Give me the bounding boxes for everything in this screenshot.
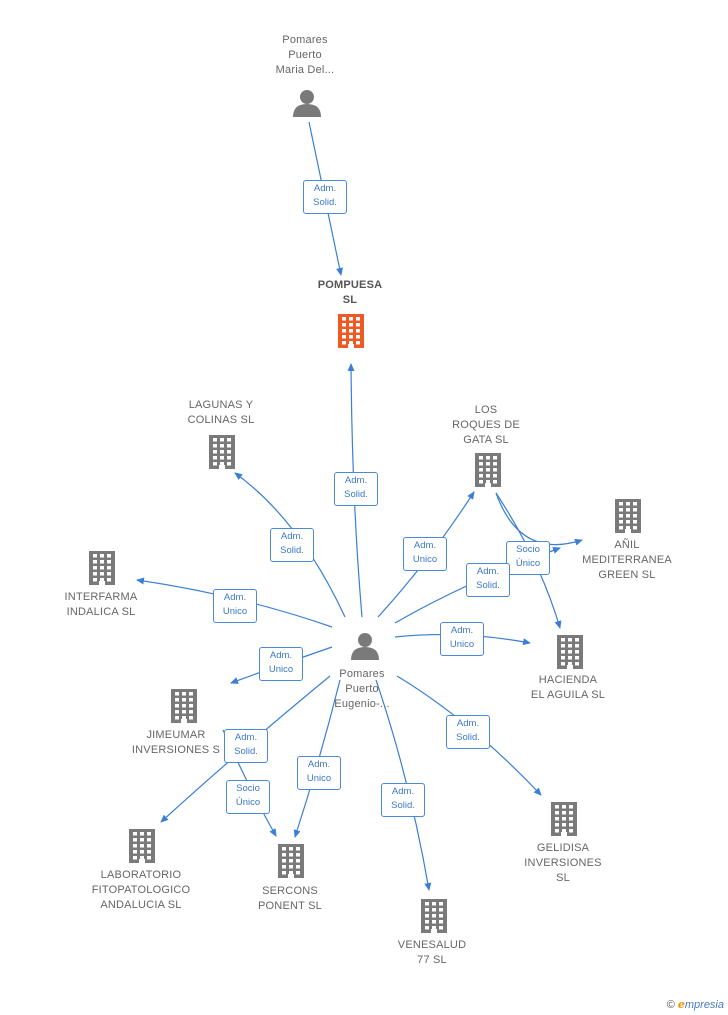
edge-label-eugenio-to-hacienda[interactable]: Adm. Solid. xyxy=(466,563,510,597)
node-label-interfarma[interactable]: INTERFARMA INDALICA SL xyxy=(64,591,138,618)
node-label-maria[interactable]: Pomares Puerto Maria Del... xyxy=(275,33,335,76)
edge-label-eugenio-to-laboratorio[interactable]: Adm. Solid. xyxy=(224,729,268,763)
edge-label-eugenio-to-roques[interactable]: Adm. Unico xyxy=(403,537,447,571)
node-label-anil[interactable]: AÑIL MEDITERRANEA GREEN SL xyxy=(582,538,672,581)
building-icon[interactable] xyxy=(557,635,583,669)
building-icon[interactable] xyxy=(278,844,304,878)
building-icon[interactable] xyxy=(171,689,197,723)
edge-roques-to-anil xyxy=(495,492,583,546)
building-icon[interactable] xyxy=(421,899,447,933)
node-label-jimeumar[interactable]: JIMEUMAR INVERSIONES S xyxy=(131,729,221,756)
edge-label-eugenio-to-gelidisa[interactable]: Adm. Solid. xyxy=(446,715,490,749)
building-icon[interactable] xyxy=(615,499,641,533)
person-icon[interactable] xyxy=(351,633,379,660)
node-label-roques[interactable]: LOS ROQUES DE GATA SL xyxy=(452,403,520,446)
person-icon[interactable] xyxy=(293,90,321,117)
building-icon[interactable] xyxy=(209,435,235,469)
brand-logo-text: mpresia xyxy=(684,999,724,1011)
node-label-lagunas[interactable]: LAGUNAS Y COLINAS SL xyxy=(187,399,255,426)
node-label-sercons[interactable]: SERCONS PONENT SL xyxy=(258,885,322,912)
edge-eugenio-to-venesalud xyxy=(375,679,432,891)
building-icon[interactable] xyxy=(89,551,115,585)
edge-label-jimeumar-to-sercons[interactable]: Socio Único xyxy=(226,780,270,814)
edge-label-eugenio-to-hacienda[interactable]: Adm. Unico xyxy=(440,622,484,656)
node-label-venesalud[interactable]: VENESALUD 77 SL xyxy=(397,939,467,966)
building-icon[interactable] xyxy=(338,314,364,348)
building-icon[interactable] xyxy=(551,802,577,836)
edge-label-eugenio-to-venesalud[interactable]: Adm. Solid. xyxy=(381,783,425,817)
copyright-symbol: © xyxy=(666,999,675,1011)
node-label-hacienda[interactable]: HACIENDA EL AGUILA SL xyxy=(530,674,606,701)
node-label-eugenio[interactable]: Pomares Puerto Eugenio-... xyxy=(334,667,390,710)
node-label-pompuesa[interactable]: POMPUESA SL xyxy=(317,279,383,306)
brand-footer: © empresia xyxy=(667,998,724,1011)
node-label-gelidisa[interactable]: GELIDISA INVERSIONES SL xyxy=(524,841,602,884)
edge-label-eugenio-to-pompuesa[interactable]: Adm. Solid. xyxy=(334,472,378,506)
node-label-laboratorio[interactable]: LABORATORIO FITOPATOLOGICO ANDALUCIA SL xyxy=(91,868,191,911)
brand-logo-initial: e xyxy=(677,998,685,1011)
edge-label-eugenio-to-interfarma[interactable]: Adm. Unico xyxy=(213,589,257,623)
edge-label-maria-to-pompuesa[interactable]: Adm. Solid. xyxy=(303,180,347,214)
edge-label-eugenio-to-lagunas[interactable]: Adm. Solid. xyxy=(270,528,314,562)
edge-label-eugenio-to-jimeumar[interactable]: Adm. Unico xyxy=(259,647,303,681)
building-icon[interactable] xyxy=(129,829,155,863)
edge-label-roques-to-anil[interactable]: Socio Único xyxy=(506,541,550,575)
edge-label-eugenio-to-sercons[interactable]: Adm. Unico xyxy=(297,756,341,790)
building-icon[interactable] xyxy=(475,453,501,487)
